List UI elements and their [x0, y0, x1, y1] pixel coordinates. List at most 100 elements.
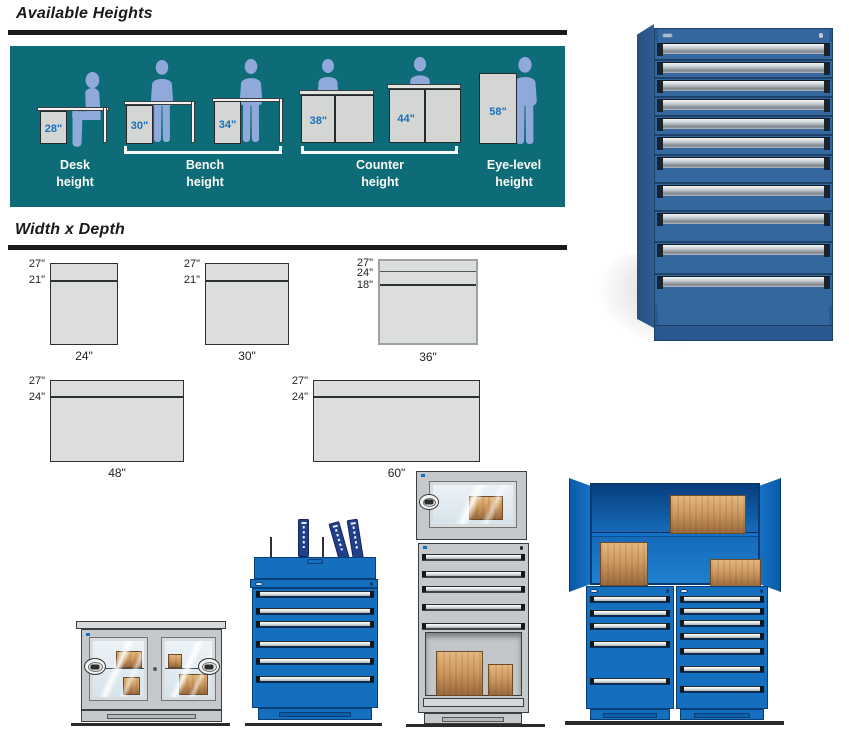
cabinet-top-cap	[76, 621, 226, 629]
width-label: 24"	[75, 349, 93, 363]
bench-bracket	[124, 146, 282, 154]
drawer-handle	[680, 686, 764, 693]
drawer-handle	[657, 118, 830, 131]
cabinet-base	[81, 710, 222, 722]
drawer-handle	[657, 137, 830, 150]
cabinet-28in: 28"	[40, 111, 67, 144]
shelf-riser	[254, 557, 376, 579]
center-stile	[151, 637, 158, 701]
open-compartment	[425, 632, 522, 696]
cabinet-44in: 44"	[389, 89, 461, 143]
storage-box	[600, 542, 648, 586]
depth-label: 27"	[28, 375, 45, 387]
drawer-cabinet-right	[676, 586, 768, 709]
wall-cabinet-interior	[590, 483, 761, 588]
depth-label: 24"	[28, 391, 45, 403]
lock-icon	[665, 589, 669, 593]
desk-surface	[37, 107, 109, 111]
drawer-handle	[657, 43, 830, 56]
depth-label: 27"	[183, 258, 200, 270]
cabinet-top-rail	[250, 579, 378, 588]
storage-box	[469, 495, 504, 521]
base-recess	[107, 714, 196, 719]
depth-label: 24"	[291, 391, 308, 403]
wall-cabinet-combination-illustration	[565, 465, 785, 727]
caption-line: height	[186, 175, 224, 189]
footprint-diagram-60	[313, 380, 480, 462]
brand-logo-icon	[680, 588, 688, 593]
caption-bench-height: Bench height	[160, 157, 250, 191]
drawer-handle	[657, 80, 830, 93]
cabinet-body	[81, 629, 222, 710]
storage-box	[488, 664, 513, 696]
door-divider	[333, 96, 337, 142]
drawer	[655, 243, 832, 275]
bench-surface	[124, 101, 196, 105]
storage-box	[115, 651, 142, 668]
counter-bracket	[301, 146, 458, 154]
drawer-handle	[256, 608, 374, 615]
width-label: 60"	[387, 466, 406, 480]
door-handle-icon	[419, 494, 439, 510]
footprint-diagram-36	[378, 259, 478, 345]
ground-line	[565, 721, 784, 725]
drawer-handle	[590, 596, 670, 603]
cabinet-base	[590, 709, 670, 720]
open-door-left	[569, 478, 591, 592]
cabinet-base	[258, 708, 372, 720]
drawer-handle	[657, 244, 830, 257]
bench-leg	[279, 98, 283, 143]
footprint-diagram-24	[50, 263, 118, 345]
drawer-handle	[657, 185, 830, 198]
cabinet-front	[654, 28, 833, 341]
heading-rule	[8, 245, 567, 250]
caption-line: height	[361, 175, 399, 189]
size-label-30: 30"	[130, 120, 149, 133]
width-label: 36"	[419, 350, 437, 364]
drawer-handle	[256, 591, 374, 598]
brand-logo-icon	[421, 474, 425, 477]
depth-label: 21"	[28, 274, 45, 286]
lock-icon	[519, 546, 523, 550]
brand-logo-icon	[590, 588, 598, 593]
bottom-drawer	[423, 698, 524, 707]
drawer	[655, 117, 832, 136]
caption-line: height	[495, 175, 533, 189]
drawer	[655, 42, 832, 61]
drawer	[655, 212, 832, 243]
storage-box	[179, 674, 209, 696]
ground-line	[245, 723, 382, 726]
cabinet-base	[424, 713, 522, 724]
bench-leg	[191, 101, 195, 143]
footprint-diagram-48	[50, 380, 184, 462]
lock-icon	[818, 33, 823, 38]
storage-box	[122, 677, 140, 695]
drawer-handle	[657, 157, 830, 170]
drawer-handle	[680, 648, 764, 655]
footprint-diagram-30	[205, 263, 289, 345]
storage-box	[436, 651, 483, 696]
depth-label: 27"	[291, 375, 308, 387]
drawer-handle	[657, 62, 830, 75]
binder	[328, 520, 350, 562]
width-label: 30"	[238, 349, 256, 363]
drawer-handle	[590, 623, 670, 630]
divider-rod	[322, 537, 324, 557]
drawer	[655, 184, 832, 212]
door-handle-icon	[198, 658, 220, 675]
base-recess	[603, 712, 657, 718]
desk-leg	[103, 107, 107, 143]
ground-line	[406, 724, 545, 727]
depth-line	[380, 284, 476, 286]
cabinet-lower-panel	[655, 305, 832, 325]
caption-line: height	[56, 175, 94, 189]
caption-line: Desk	[60, 158, 90, 172]
drawer-handle	[422, 604, 525, 611]
bench-surface	[212, 98, 284, 102]
cabinet-58in: 58"	[479, 73, 517, 144]
binder	[346, 518, 364, 561]
counter-top	[387, 84, 461, 89]
storage-box	[167, 653, 183, 668]
size-label-38: 38"	[309, 115, 328, 128]
drawer-handle	[422, 586, 525, 593]
